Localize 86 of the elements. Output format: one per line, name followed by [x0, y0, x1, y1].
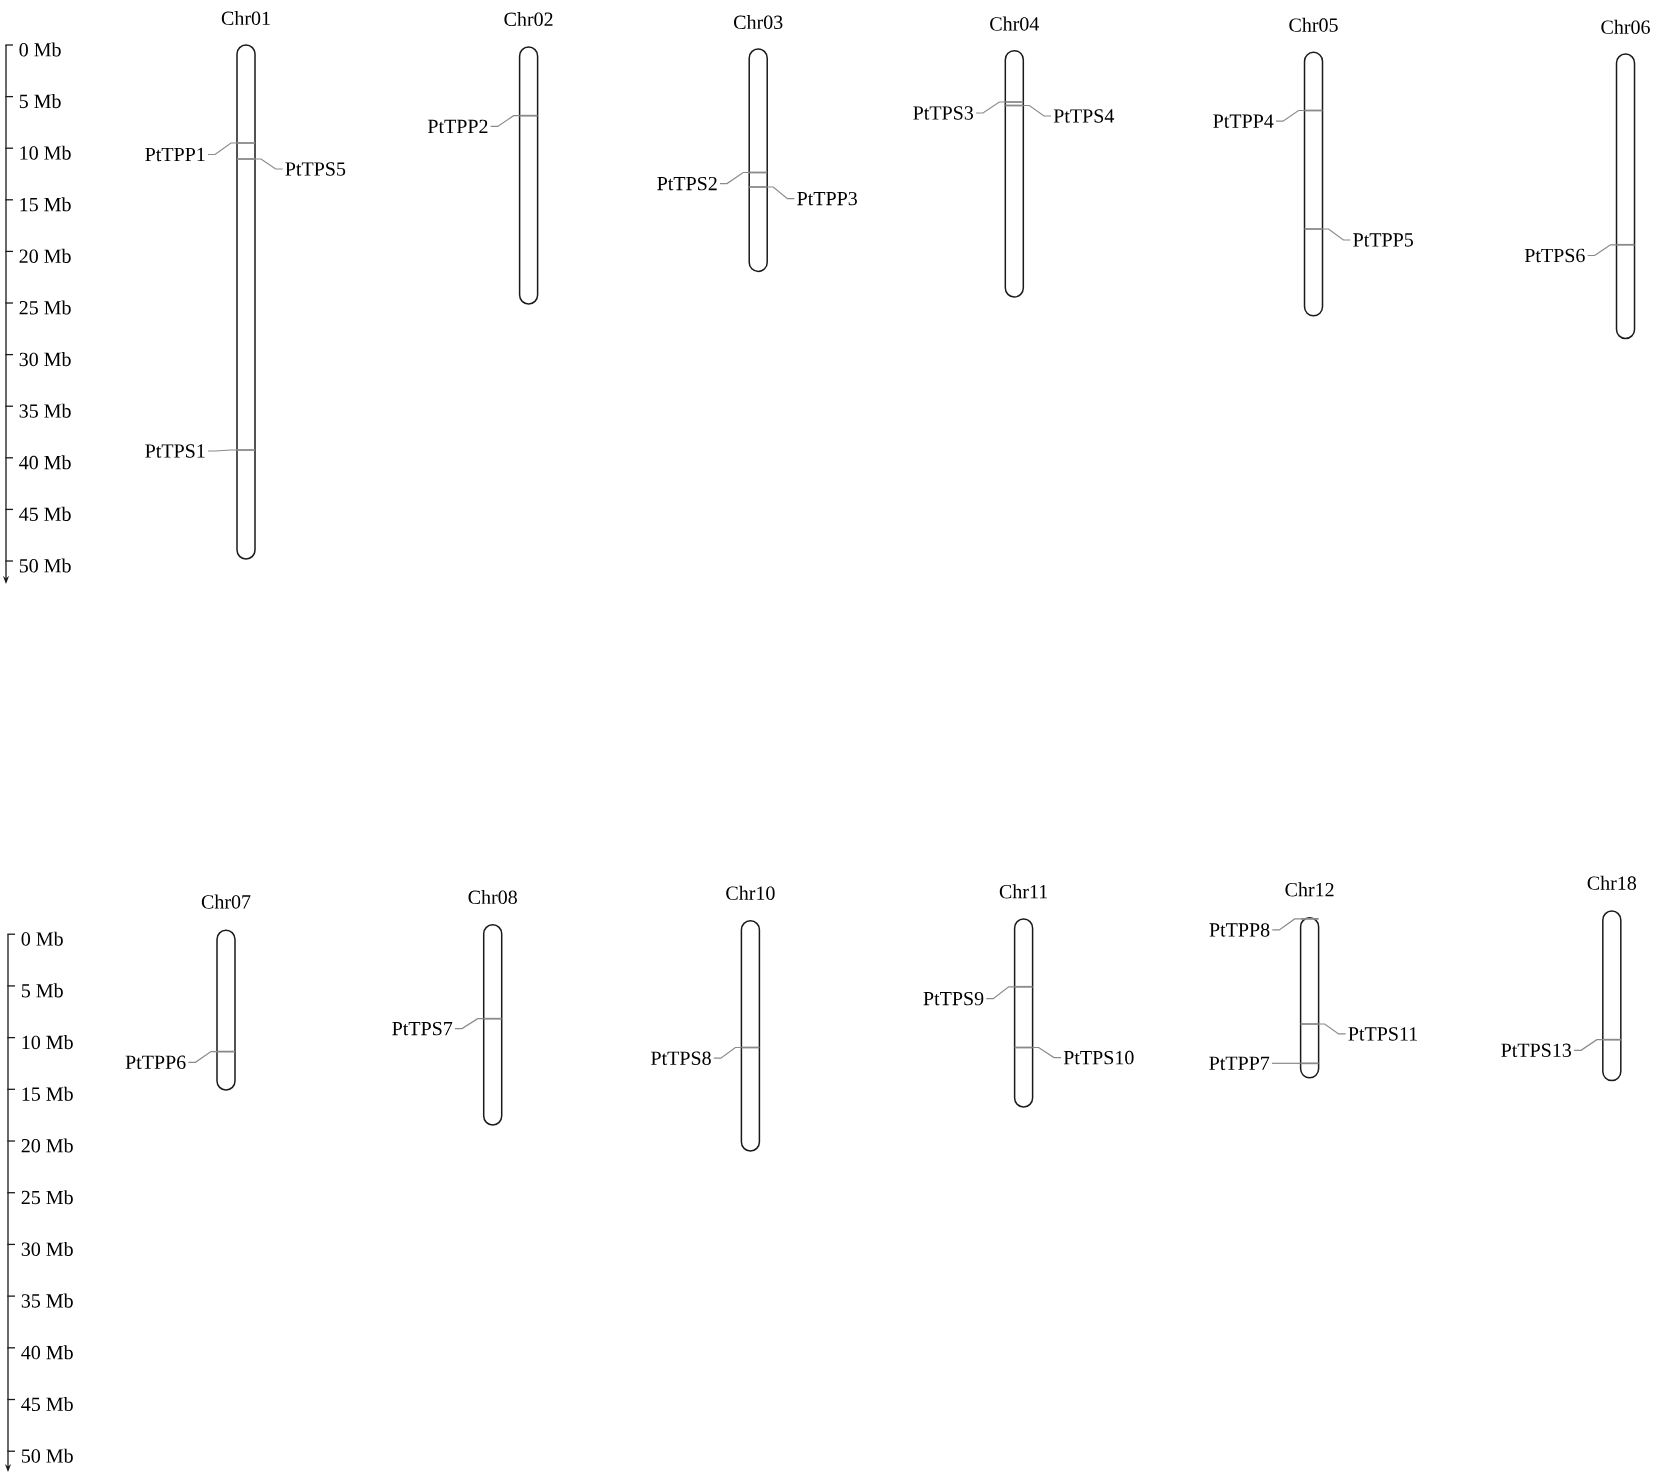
chromosome-label: Chr06 [1601, 19, 1650, 34]
leader-line [975, 101, 1006, 114]
axis-label: 20 Mb [21, 1138, 73, 1153]
axis-label: 10 Mb [20, 145, 71, 160]
chromosome-label: Chr07 [201, 894, 251, 909]
gene-band [1005, 104, 1024, 107]
gene-label: PtTPP6 [125, 1055, 186, 1070]
axis-label: 30 Mb [21, 1241, 73, 1256]
leader-line [254, 158, 284, 170]
axis-label: 15 Mb [22, 1086, 73, 1101]
chromosome-label: Chr03 [734, 14, 783, 30]
gene-band [749, 171, 768, 174]
gene-label: PtTPS13 [1501, 1043, 1572, 1058]
gene-band [483, 1017, 502, 1020]
gene-label: PtTPP1 [145, 147, 205, 162]
leader-line [1275, 109, 1306, 122]
gene-band [1014, 985, 1033, 988]
gene-label: PtTPS1 [145, 444, 205, 458]
gene-label: PtTPS3 [913, 106, 974, 120]
leader-line [1321, 228, 1351, 241]
leader-line [454, 1018, 485, 1030]
axis-label: 0 Mb [19, 42, 61, 57]
gene-label: PtTPS6 [1524, 248, 1585, 263]
leader-line [207, 142, 238, 156]
gene-label: PtTPS4 [1053, 109, 1115, 123]
gene-band [1616, 243, 1635, 246]
gene-band [1304, 109, 1323, 112]
axis-label: 10 Mb [22, 1035, 73, 1050]
leader-line [985, 986, 1016, 1000]
gene-label: PtTPS8 [651, 1051, 711, 1065]
gene-label: PtTPS9 [923, 991, 984, 1006]
gene-label: PtTPP7 [1209, 1056, 1270, 1070]
gene-label: PtTPS5 [285, 162, 346, 176]
gene-label: PtTPP2 [427, 119, 488, 134]
axis-label: 35 Mb [19, 403, 71, 418]
axis-label: 15 Mb [20, 197, 71, 212]
chromosome-label: Chr05 [1289, 17, 1338, 32]
axis-label: 30 Mb [19, 352, 71, 367]
leader-line [713, 1046, 742, 1059]
chromosome-label: Chr10 [726, 885, 775, 900]
gene-band [1602, 1038, 1621, 1041]
axis-label: 0 Mb [21, 931, 63, 946]
leader-line [187, 1051, 218, 1063]
gene-label: PtTPP8 [1209, 923, 1270, 937]
gene-label: PtTPS7 [392, 1021, 453, 1036]
gene-label: PtTPP3 [797, 191, 857, 206]
leader-line [490, 115, 521, 127]
axis-label: 25 Mb [21, 1190, 73, 1205]
gene-band [1300, 1062, 1319, 1065]
gene-band [741, 1046, 760, 1049]
axis-label: 40 Mb [19, 455, 71, 470]
chromosome-label: Chr12 [1285, 882, 1334, 897]
axis-label: 50 Mb [21, 1448, 73, 1463]
gene-label: PtTPS11 [1348, 1027, 1417, 1041]
axis-label: 40 Mb [21, 1345, 73, 1360]
chromosome-label: Chr11 [999, 884, 1048, 899]
leader-line [719, 171, 750, 185]
leader-line [207, 449, 238, 452]
gene-label: PtTPP4 [1213, 114, 1274, 128]
axis-label: 20 Mb [19, 248, 71, 263]
gene-band [217, 1050, 235, 1053]
chromosome-label: Chr18 [1587, 875, 1637, 890]
axis-label: 45 Mb [19, 506, 71, 521]
leader-line [1032, 1046, 1062, 1059]
chromosome-label: Chr01 [221, 10, 270, 26]
gene-band [1014, 1046, 1033, 1049]
gene-label: PtTPS10 [1063, 1050, 1134, 1065]
axis-label: 50 Mb [19, 558, 71, 573]
chromosome-label: Chr02 [504, 11, 553, 27]
chromosome-label: Chr08 [468, 889, 517, 905]
leader-line [1271, 918, 1302, 931]
axis-label: 5 Mb [19, 94, 61, 109]
gene-label: PtTPP5 [1353, 233, 1413, 247]
axis-label: 25 Mb [19, 300, 71, 315]
leader-line [1573, 1039, 1604, 1051]
axis-label: 45 Mb [21, 1397, 73, 1412]
axis-label: 5 Mb [21, 983, 63, 998]
leader-line [1022, 104, 1052, 117]
chromosome-label: Chr04 [990, 16, 1039, 31]
leader-line [1318, 1023, 1347, 1035]
leader-line [1587, 244, 1618, 257]
gene-band [519, 114, 538, 117]
leader-line [766, 186, 795, 200]
gene-label: PtTPS2 [657, 176, 717, 191]
leader-line [1271, 1062, 1302, 1064]
axis-label: 35 Mb [21, 1293, 73, 1308]
